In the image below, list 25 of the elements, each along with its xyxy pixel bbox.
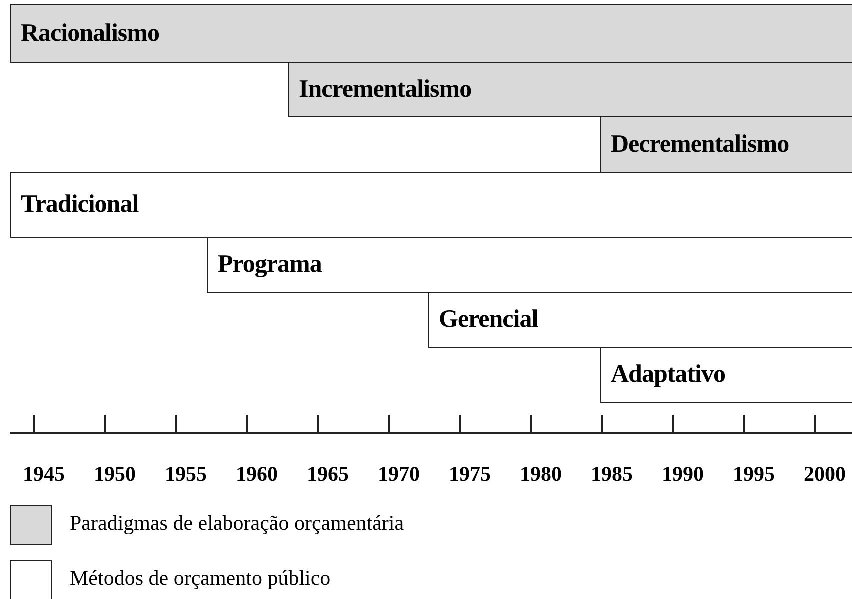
year-label: 1955	[165, 462, 207, 487]
period-label: Gerencial	[439, 306, 538, 334]
year-label: 1980	[520, 462, 562, 487]
period-bar	[600, 347, 852, 403]
year-label: 1975	[449, 462, 491, 487]
year-label: 2000	[804, 462, 846, 487]
year-label: 1970	[378, 462, 420, 487]
period-bar	[288, 62, 852, 117]
period-label: Incrementalismo	[299, 76, 472, 104]
period-label: Adaptativo	[611, 361, 726, 389]
period-label: Programa	[218, 251, 322, 279]
period-bar	[10, 4, 852, 63]
period-label: Decrementalismo	[611, 130, 790, 158]
period-bar	[600, 116, 852, 173]
legend-label: Métodos de orçamento público	[70, 566, 331, 591]
year-label: 1985	[591, 462, 633, 487]
period-label: Tradicional	[21, 191, 139, 219]
period-label: Racionalismo	[21, 20, 160, 48]
year-label: 1945	[23, 462, 65, 487]
year-label: 1965	[307, 462, 349, 487]
year-label: 1990	[662, 462, 704, 487]
year-label: 1960	[236, 462, 278, 487]
year-label: 1995	[733, 462, 775, 487]
legend-label: Paradigmas de elaboração orçamentária	[70, 511, 404, 536]
year-label: 1950	[94, 462, 136, 487]
